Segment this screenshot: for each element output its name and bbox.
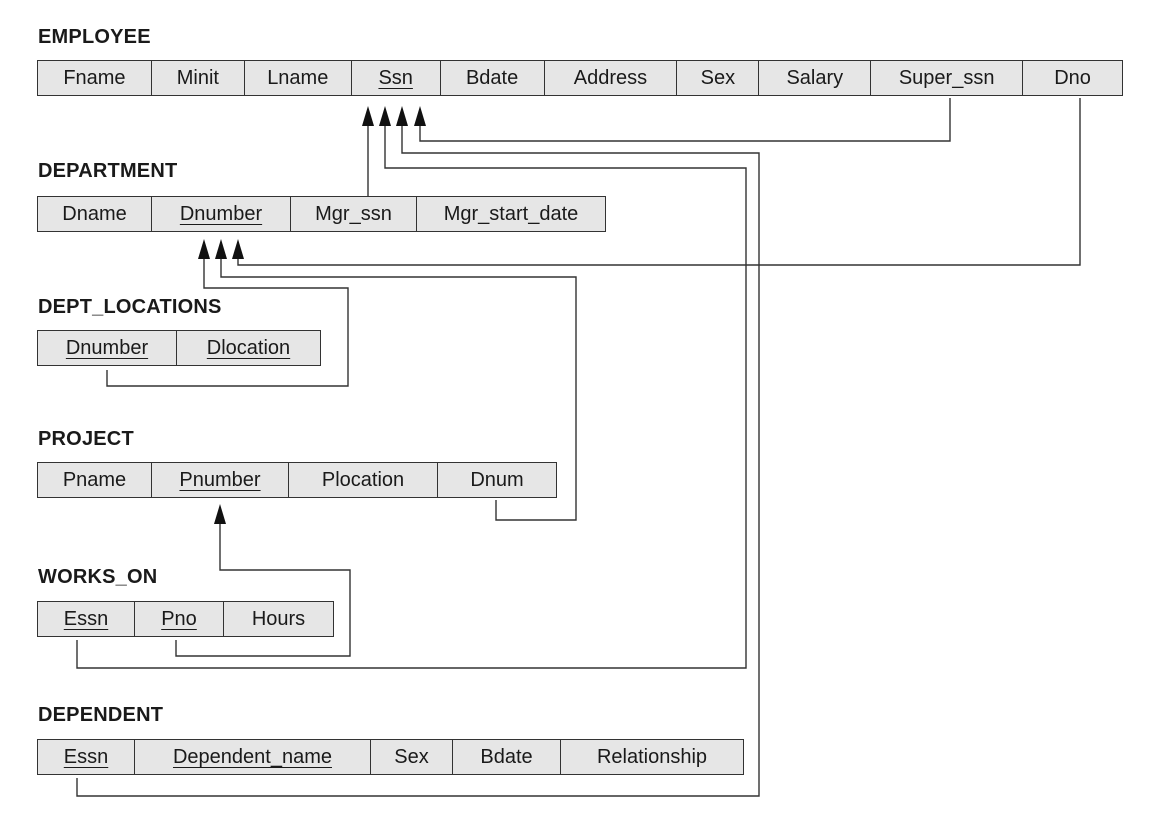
- employee-ssn-attribute: Ssn: [352, 61, 441, 95]
- employee-dno-attribute: Dno: [1054, 67, 1091, 89]
- department-relation: Dname Dnumber Mgr_ssn Mgr_start_date: [37, 196, 606, 232]
- project-pnumber-attribute: Pnumber: [152, 463, 289, 497]
- arrowhead-icon: [396, 106, 408, 126]
- works-on-essn-to-ssn-link: [76, 106, 747, 669]
- project-table-title: PROJECT: [38, 428, 134, 450]
- mgr-ssn-to-ssn-link: [362, 106, 374, 196]
- employee-lname-attribute: Lname: [245, 61, 352, 95]
- employee-address-attribute: Address: [545, 61, 678, 95]
- employee-salary-attribute: Salary: [759, 61, 872, 95]
- works-on-hours-attribute: Hours: [251, 608, 306, 630]
- department-mgr-ssn-attribute: Mgr_ssn: [291, 197, 417, 231]
- arrowhead-icon: [379, 106, 391, 126]
- dependent-table-title: DEPENDENT: [38, 704, 164, 726]
- department-dnumber-attribute: Dnumber: [152, 197, 291, 231]
- dept-locations-dnumber-attribute: Dnumber: [38, 331, 177, 365]
- arrowhead-icon: [232, 239, 244, 259]
- works-on-essn-attribute: Essn: [38, 602, 135, 636]
- dept-locations-dlocation-attribute: Dlocation: [206, 337, 291, 359]
- department-mgr-start-date-attribute: Mgr_start_date: [443, 203, 579, 225]
- works-on-relation: Essn Pno Hours: [37, 601, 334, 637]
- employee-minit-attribute: Minit: [152, 61, 245, 95]
- project-plocation-attribute: Plocation: [289, 463, 438, 497]
- dependent-sex-attribute: Sex: [371, 740, 453, 774]
- dependent-relation: Essn Dependent_name Sex Bdate Relationsh…: [37, 739, 744, 775]
- dependent-essn-attribute: Essn: [38, 740, 135, 774]
- employee-super-ssn-attribute: Super_ssn: [871, 61, 1024, 95]
- dependent-dependent-name-attribute: Dependent_name: [135, 740, 371, 774]
- department-dname-attribute: Dname: [38, 197, 152, 231]
- arrowhead-icon: [362, 106, 374, 126]
- project-dnum-attribute: Dnum: [470, 469, 524, 491]
- employee-sex-attribute: Sex: [677, 61, 760, 95]
- arrowhead-icon: [214, 504, 226, 524]
- works-on-table-title: WORKS_ON: [38, 566, 158, 588]
- arrowhead-icon: [215, 239, 227, 259]
- project-relation: Pname Pnumber Plocation Dnum: [37, 462, 557, 498]
- dependent-relationship-attribute: Relationship: [596, 746, 708, 768]
- works-on-pno-attribute: Pno: [135, 602, 224, 636]
- dept-locations-relation: Dnumber Dlocation: [37, 330, 321, 366]
- employee-relation: Fname Minit Lname Ssn Bdate Address Sex …: [37, 60, 1123, 96]
- dependent-bdate-attribute: Bdate: [453, 740, 561, 774]
- department-table-title: DEPARTMENT: [38, 160, 178, 182]
- employee-fname-attribute: Fname: [38, 61, 152, 95]
- super-ssn-to-ssn-link: [414, 98, 951, 142]
- employee-table-title: EMPLOYEE: [38, 26, 151, 48]
- project-pname-attribute: Pname: [38, 463, 152, 497]
- employee-bdate-attribute: Bdate: [441, 61, 545, 95]
- arrowhead-icon: [414, 106, 426, 126]
- dept-locations-table-title: DEPT_LOCATIONS: [38, 296, 222, 318]
- arrowhead-icon: [198, 239, 210, 259]
- dno-to-dnumber-link: [232, 98, 1081, 266]
